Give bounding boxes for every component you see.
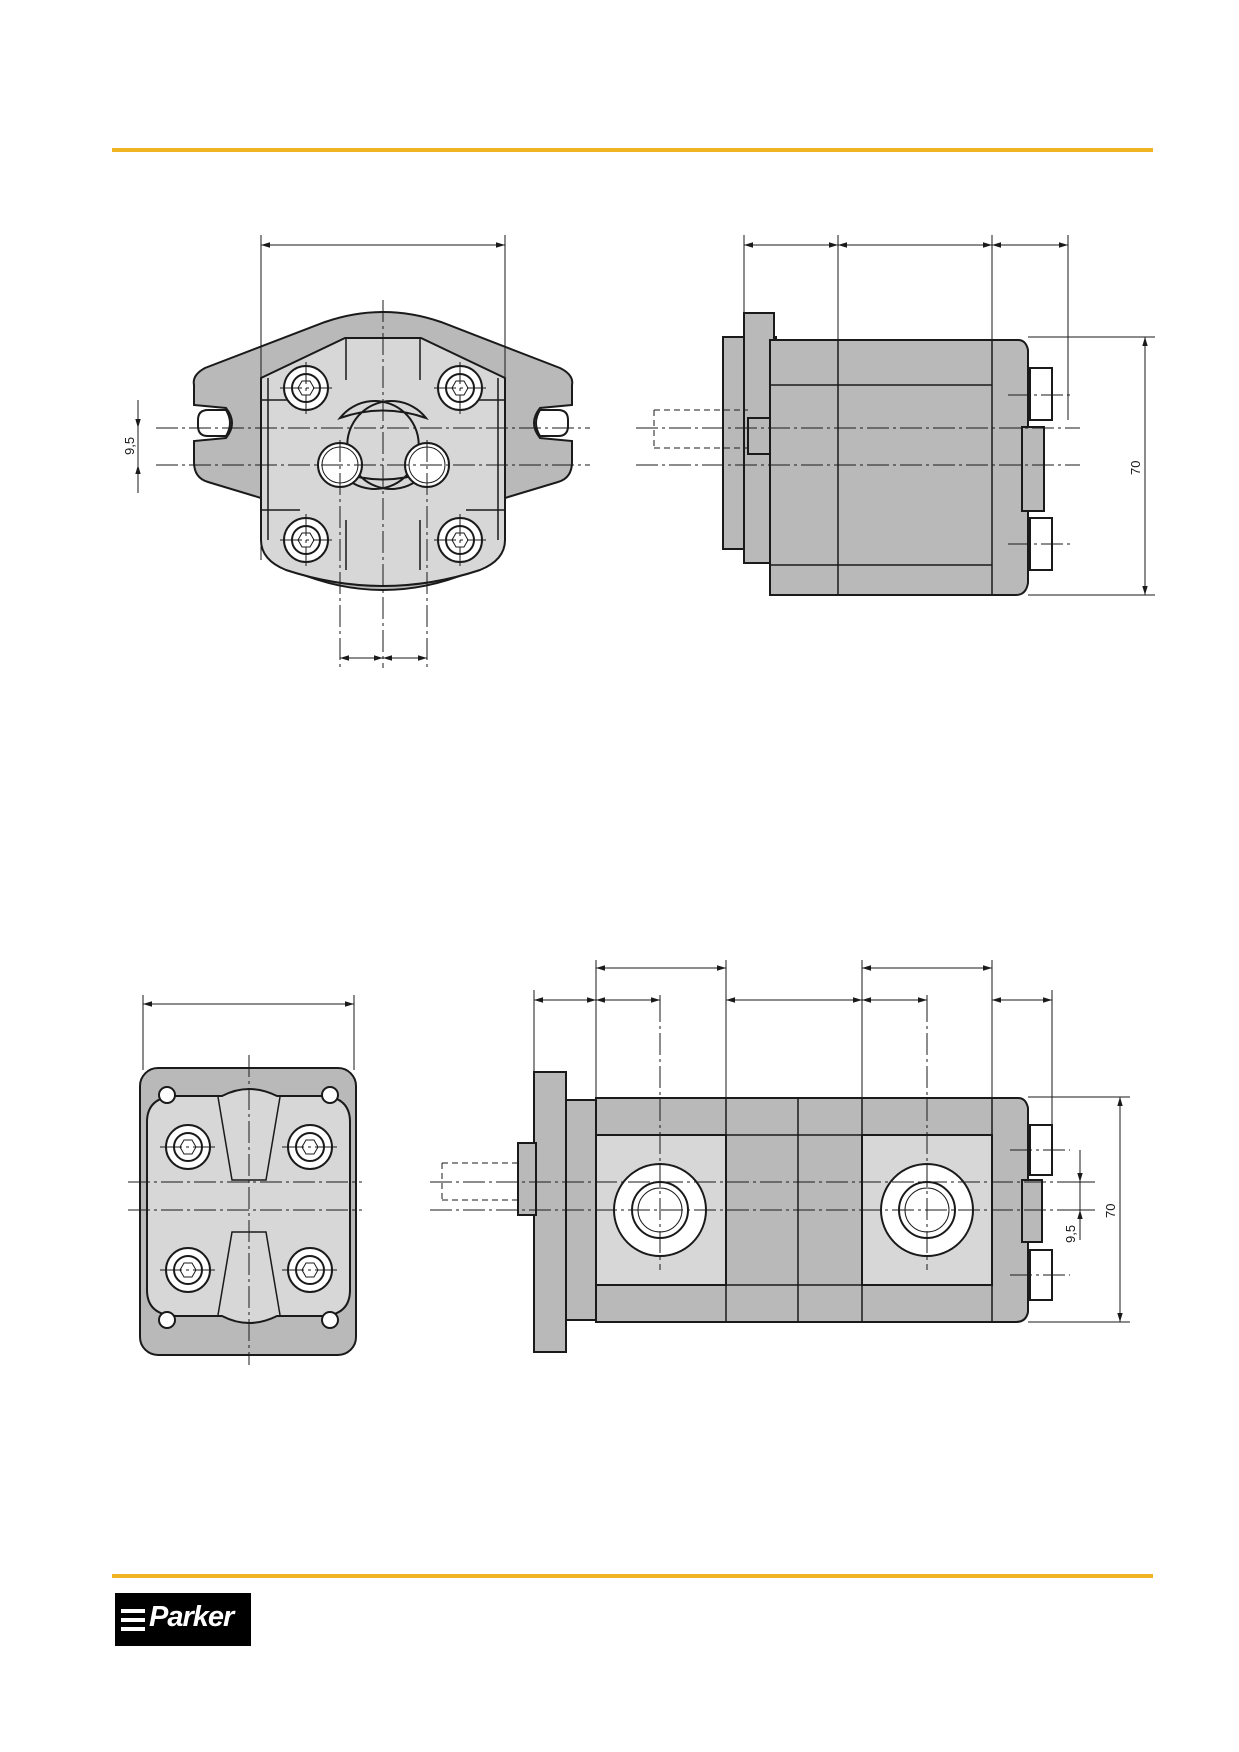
single-pump-front-view: 9,5 bbox=[122, 235, 590, 668]
logo-wordmark: Parker bbox=[149, 1601, 234, 1633]
dim-port-offset-label-2: 9,5 bbox=[1063, 1225, 1078, 1243]
double-pump-side-view: 70 9,5 bbox=[430, 960, 1130, 1353]
double-pump-front-view bbox=[128, 995, 362, 1365]
parker-logo: Parker bbox=[115, 1593, 251, 1646]
top-accent-rule bbox=[112, 148, 1153, 152]
single-pump-side-view: 70 bbox=[636, 235, 1155, 596]
dim-height-label-2: 70 bbox=[1103, 1204, 1118, 1218]
dim-port-offset-label: 9,5 bbox=[122, 437, 137, 455]
dim-height-label: 70 bbox=[1128, 461, 1143, 475]
bottom-accent-rule bbox=[112, 1574, 1153, 1578]
